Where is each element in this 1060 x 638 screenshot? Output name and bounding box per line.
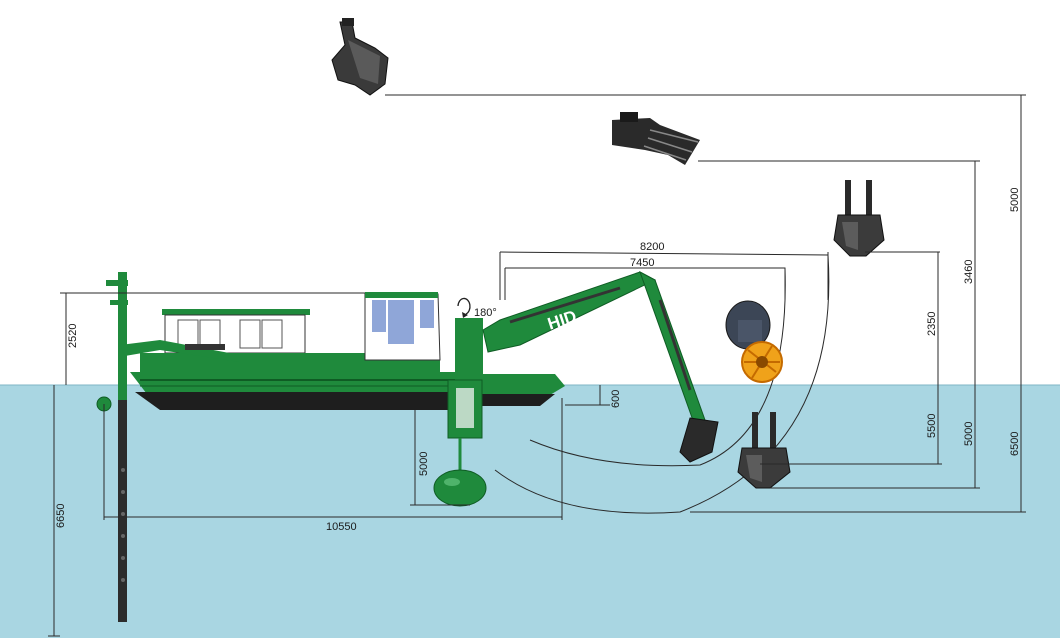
clamshell-grab-lower-icon <box>737 412 791 489</box>
float-buoy <box>433 438 487 507</box>
reach-arc-inner <box>505 267 786 467</box>
dim-anchor-depth: 6650 <box>55 504 67 528</box>
dim-depth-c: 6500 <box>1009 432 1021 456</box>
rotation-label: 180° <box>474 307 497 319</box>
bucket-attachment-icon <box>331 18 389 96</box>
dim-float-depth: 5000 <box>418 452 430 476</box>
dim-height-low: 2350 <box>926 312 938 336</box>
dim-cabin-height: 2520 <box>67 324 79 348</box>
dim-reach-inner: 7450 <box>630 257 654 269</box>
dim-depth-a: 5500 <box>926 414 938 438</box>
dim-pontoon-draft: 600 <box>610 390 622 408</box>
dim-reach-max: 8200 <box>640 241 664 253</box>
dim-height-mid: 3460 <box>963 260 975 284</box>
spud-pole <box>96 272 128 622</box>
swing-mast <box>447 318 483 439</box>
dim-horizontal-span: 10550 <box>326 521 357 533</box>
pontoon-hull <box>130 372 470 410</box>
dim-depth-b: 5000 <box>963 422 975 446</box>
reach-arc-outer <box>494 251 830 514</box>
forward-pontoon <box>480 374 565 406</box>
clamshell-grab-upper-icon <box>833 180 885 257</box>
excavator-boom <box>482 270 719 463</box>
dimension-lines <box>48 94 1026 637</box>
rear-linkage <box>120 340 240 362</box>
cutter-suction-head-icon <box>725 300 783 383</box>
dim-height-top: 5000 <box>1009 188 1021 212</box>
reach-arcs <box>494 251 830 514</box>
rotation-arrow-icon <box>457 297 471 318</box>
operator-cab <box>364 292 441 361</box>
rake-attachment-icon <box>612 112 700 165</box>
